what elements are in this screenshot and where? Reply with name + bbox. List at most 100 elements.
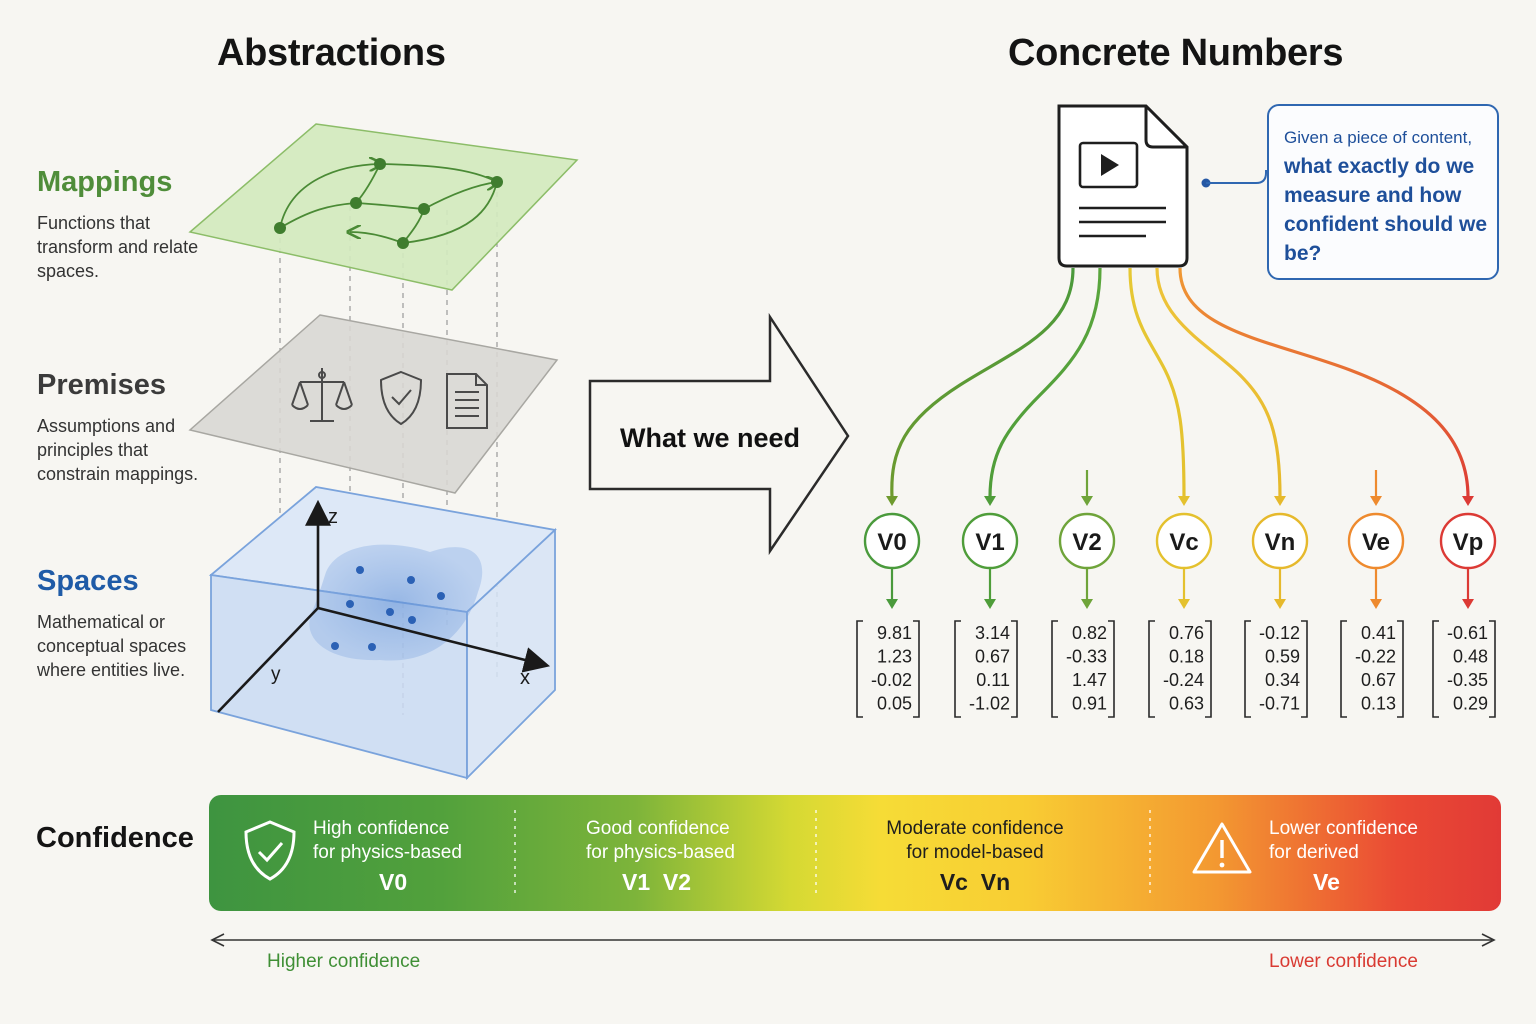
callout-question: what exactly do we measure and how confi… bbox=[1284, 155, 1487, 265]
matrix-bracket-left bbox=[1244, 620, 1251, 718]
concrete-numbers-heading: Concrete Numbers bbox=[1008, 32, 1344, 74]
y-axis-label: y bbox=[271, 664, 281, 685]
vector-value: 0.34 bbox=[1265, 670, 1300, 690]
vector-value: 0.13 bbox=[1361, 694, 1396, 714]
segment-line1: Lower confidence bbox=[1269, 818, 1418, 839]
matrix-bracket-right bbox=[1301, 620, 1308, 718]
what-we-need-arrow bbox=[588, 312, 850, 556]
confidence-bar bbox=[209, 795, 1501, 911]
segment-line1: High confidence bbox=[313, 818, 450, 839]
abstractions-heading: Abstractions bbox=[217, 32, 446, 74]
node-down-arrowhead bbox=[1462, 599, 1474, 609]
confidence-scale-arrow bbox=[210, 933, 1496, 947]
matrix-bracket-right bbox=[1205, 620, 1212, 718]
flow-line-vp bbox=[1178, 267, 1470, 498]
vector-value: -1.02 bbox=[969, 694, 1010, 714]
matrix-bracket-right bbox=[1108, 620, 1115, 718]
segment-line2: for physics-based bbox=[586, 842, 735, 863]
vector-value: -0.22 bbox=[1355, 647, 1396, 667]
vector-node-label: Ve bbox=[1362, 529, 1390, 556]
lower-confidence-label: Lower confidence bbox=[1269, 951, 1418, 972]
vector-value: 0.67 bbox=[1361, 670, 1396, 690]
vector-value: -0.24 bbox=[1163, 670, 1204, 690]
node-down-arrowhead bbox=[1081, 599, 1093, 609]
segment-ids: V1 V2 bbox=[622, 869, 692, 895]
confidence-segment-lower: Lower confidence for derived Ve bbox=[1269, 817, 1418, 894]
vector-value: -0.35 bbox=[1447, 670, 1488, 690]
matrix-bracket-left bbox=[856, 620, 863, 718]
vector-node-label: Vn bbox=[1265, 529, 1296, 556]
segment-ids: Vc Vn bbox=[939, 869, 1011, 895]
vector-node-label: V0 bbox=[877, 529, 906, 556]
node-down-arrowhead bbox=[1370, 599, 1382, 609]
question-callout: Given a piece of content, what exactly d… bbox=[1267, 104, 1499, 280]
flow-arrowhead bbox=[886, 496, 898, 506]
segment-line2: for model-based bbox=[906, 842, 1044, 863]
mappings-description: Functions that transform and relate spac… bbox=[37, 213, 199, 281]
flow-line-vn bbox=[1155, 267, 1282, 498]
vector-value: 0.18 bbox=[1169, 647, 1204, 667]
vector-value: 0.82 bbox=[1072, 623, 1107, 643]
matrix-bracket-right bbox=[1489, 620, 1496, 718]
vector-value: 0.48 bbox=[1453, 647, 1488, 667]
vector-value: 0.11 bbox=[976, 670, 1010, 690]
segment-line1: Good confidence bbox=[586, 818, 730, 839]
matrix-bracket-left bbox=[1432, 620, 1439, 718]
node-down-arrowhead bbox=[1178, 599, 1190, 609]
content-file-icon bbox=[1057, 104, 1189, 268]
what-we-need-label: What we need bbox=[620, 423, 800, 453]
vector-node-label: V2 bbox=[1072, 529, 1101, 556]
vector-value: 0.29 bbox=[1453, 694, 1488, 714]
vector-value: 0.76 bbox=[1169, 623, 1204, 643]
spaces-title: Spaces bbox=[37, 565, 139, 597]
vector-value: -0.61 bbox=[1447, 623, 1488, 643]
segment-ids: V0 bbox=[379, 869, 408, 895]
vector-value: 0.67 bbox=[975, 647, 1010, 667]
z-axis-label: z bbox=[328, 506, 338, 528]
vector-value: 0.05 bbox=[877, 694, 912, 714]
node-down-arrowhead bbox=[1274, 599, 1286, 609]
matrix-bracket-left bbox=[954, 620, 961, 718]
segment-line2: for derived bbox=[1269, 842, 1359, 863]
mappings-plane bbox=[188, 123, 579, 291]
callout-intro: Given a piece of content, bbox=[1284, 128, 1473, 147]
vector-value: 9.81 bbox=[877, 623, 912, 643]
vector-node-label: Vc bbox=[1169, 529, 1198, 556]
matrix-bracket-left bbox=[1051, 620, 1058, 718]
vector-value: -0.71 bbox=[1259, 694, 1300, 714]
vector-node-label: Vp bbox=[1453, 529, 1484, 556]
scales-icon bbox=[291, 368, 353, 422]
matrix-bracket-right bbox=[1397, 620, 1404, 718]
premises-description: Assumptions and principles that constrai… bbox=[37, 416, 199, 484]
vector-value: 1.47 bbox=[1072, 670, 1107, 690]
matrix-bracket-left bbox=[1148, 620, 1155, 718]
flow-arrowhead bbox=[1274, 496, 1286, 506]
flow-line-vc bbox=[1128, 267, 1186, 498]
vector-value: 0.91 bbox=[1072, 694, 1107, 714]
x-axis-label: x bbox=[520, 667, 530, 689]
flow-arrowhead bbox=[1178, 496, 1190, 506]
spaces-box bbox=[208, 486, 557, 781]
stub-arrowhead bbox=[1370, 496, 1382, 506]
stub-arrowhead bbox=[1081, 496, 1093, 506]
shield-check-icon bbox=[379, 370, 423, 426]
vector-value: 0.63 bbox=[1169, 694, 1204, 714]
node-down-arrowhead bbox=[984, 599, 996, 609]
segment-ids: Ve bbox=[1313, 869, 1340, 895]
confidence-segment-moderate: Moderate confidence for model-based Vc V… bbox=[882, 817, 1068, 894]
confidence-segment-good: Good confidence for physics-based V1 V2 bbox=[586, 817, 735, 894]
flow-arrowhead bbox=[984, 496, 996, 506]
confidence-segment-high: High confidence for physics-based V0 bbox=[313, 817, 462, 894]
matrix-bracket-right bbox=[1011, 620, 1018, 718]
premises-title: Premises bbox=[37, 369, 166, 401]
vector-value: -0.12 bbox=[1259, 623, 1300, 643]
confidence-label: Confidence bbox=[36, 822, 194, 854]
matrix-bracket-left bbox=[1340, 620, 1347, 718]
vector-value: 0.59 bbox=[1265, 647, 1300, 667]
flow-line-v1 bbox=[988, 267, 1102, 498]
node-down-arrowhead bbox=[886, 599, 898, 609]
vector-node-label: V1 bbox=[975, 529, 1004, 556]
premises-plane bbox=[188, 314, 559, 494]
flow-arrowhead bbox=[1462, 496, 1474, 506]
